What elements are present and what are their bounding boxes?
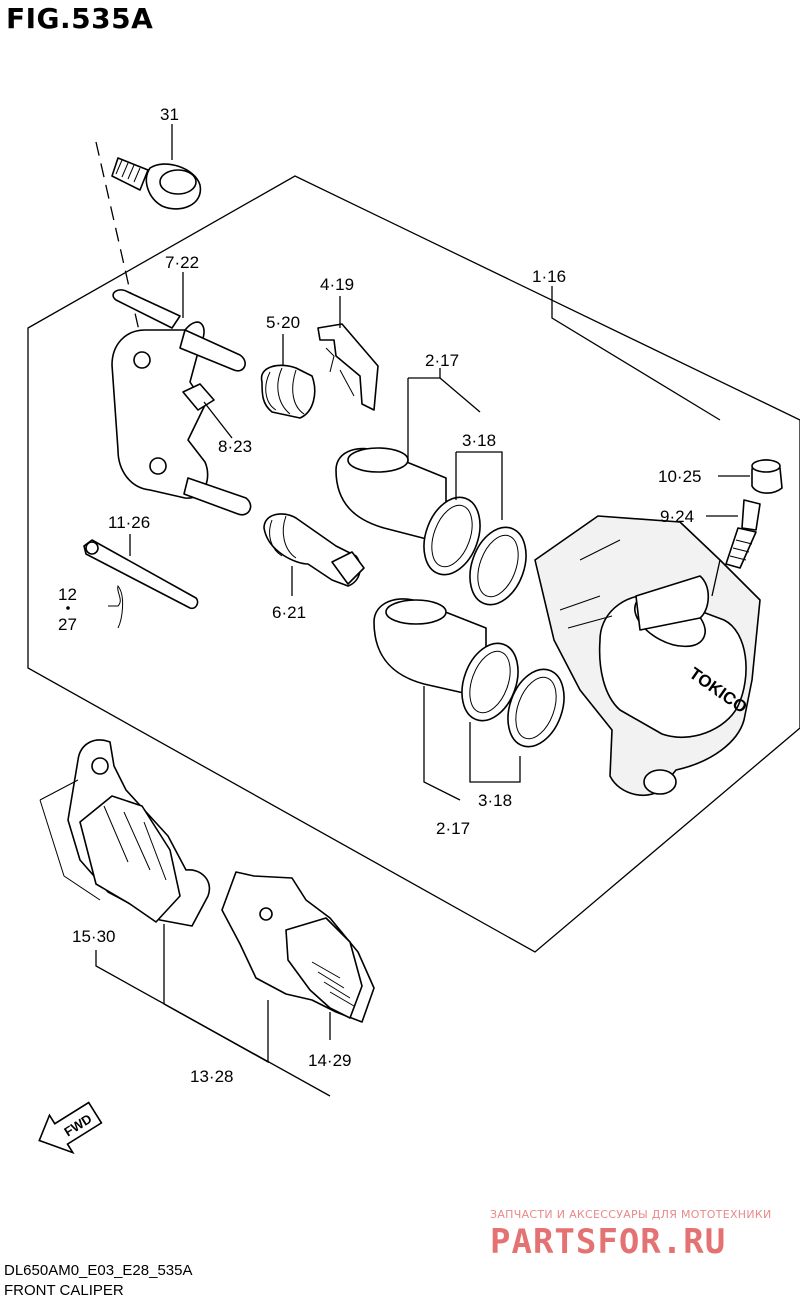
caliper-bracket[interactable] xyxy=(111,289,252,516)
callout-10-25: 10·25 xyxy=(658,467,701,486)
slide-pin[interactable] xyxy=(263,513,365,587)
assembly-boundary xyxy=(27,175,800,953)
callout-7-22: 7·22 xyxy=(165,253,199,272)
piston-seals-lower[interactable] xyxy=(452,636,574,755)
piston-seals-upper[interactable] xyxy=(414,490,536,613)
pad-spring[interactable] xyxy=(317,323,379,411)
caliper-body[interactable] xyxy=(534,515,761,797)
callout-9-24: 9·24 xyxy=(660,507,694,526)
watermark-logo[interactable]: PARTSFOR.RU xyxy=(490,1222,727,1262)
callout-31: 31 xyxy=(160,105,179,124)
callout-2-17-lower: 2·17 xyxy=(436,819,470,838)
bolt-31[interactable] xyxy=(111,157,202,210)
dust-boot[interactable] xyxy=(260,364,316,419)
callout-27: 27 xyxy=(58,615,77,634)
callout-2-17-upper: 2·17 xyxy=(425,351,459,370)
pad-pin[interactable] xyxy=(83,539,199,610)
callout-13-28: 13·28 xyxy=(190,1067,233,1086)
brake-pad-outer[interactable] xyxy=(39,739,211,927)
leader-31-dash xyxy=(95,141,149,371)
callout-1-16: 1·16 xyxy=(532,267,566,286)
watermark-tagline: ЗАПЧАСТИ И АКСЕССУАРЫ ДЛЯ МОТОТЕХНИКИ xyxy=(490,1208,772,1221)
fwd-arrow: FWD xyxy=(38,1101,103,1155)
brake-pad-inner[interactable] xyxy=(221,871,375,1023)
piston-lower[interactable] xyxy=(373,598,487,699)
callout-3-18-upper: 3·18 xyxy=(462,431,496,450)
figure-name: FRONT CALIPER xyxy=(4,1282,124,1299)
figure-title: FIG.535A xyxy=(6,2,154,35)
callout-14-29: 14·29 xyxy=(308,1051,351,1070)
pin-clip[interactable] xyxy=(108,584,124,629)
callout-5-20: 5·20 xyxy=(266,313,300,332)
callout-6-21: 6·21 xyxy=(272,603,306,622)
callout-12: 12 xyxy=(58,585,77,604)
callout-4-19: 4·19 xyxy=(320,275,354,294)
callout-11-26: 11·26 xyxy=(108,513,150,532)
callout-15-30: 15·30 xyxy=(72,927,115,946)
bleeder-cap[interactable] xyxy=(751,459,783,494)
bleeder-valve[interactable] xyxy=(725,499,761,569)
callout-12-27-dot xyxy=(66,606,70,610)
figure-code: DL650AM0_E03_E28_535A xyxy=(4,1262,193,1279)
callout-3-18-lower: 3·18 xyxy=(478,791,512,810)
callout-8-23: 8·23 xyxy=(218,437,252,456)
